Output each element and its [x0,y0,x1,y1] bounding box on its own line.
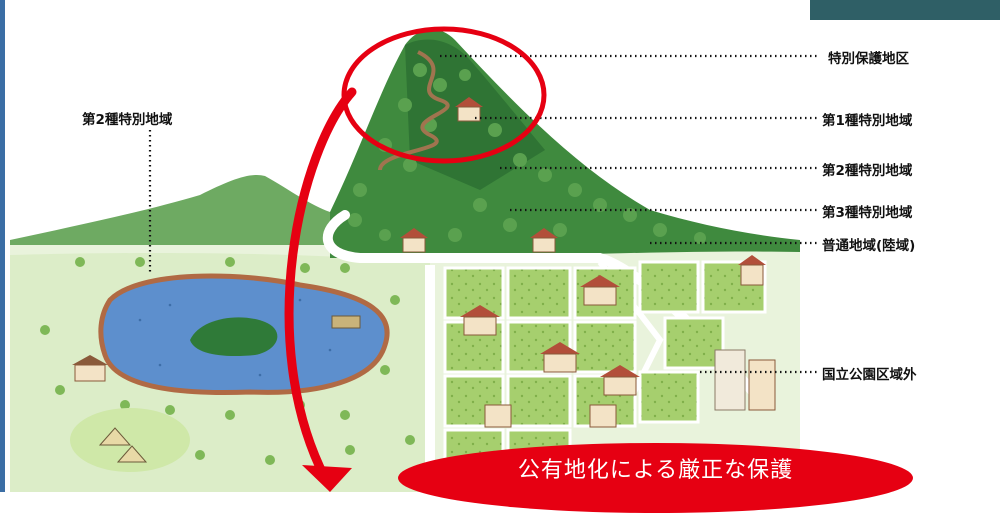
arrow-head-icon [302,465,352,492]
highlight-arrow [284,87,357,483]
zone-label-left: 第2種特別地域 [82,112,173,128]
zone-label-class1: 第1種特別地域 [822,113,913,129]
island [190,317,278,357]
zone-label-special-protection: 特別保護地区 [828,51,909,67]
scattered-trees [40,257,415,465]
zone-label-ordinary: 普通地域(陸域) [822,238,916,254]
corner-tab [810,0,1000,20]
boat [331,315,361,329]
zone-label-class2: 第2種特別地域 [822,163,913,179]
forest-trees [348,63,706,244]
protection-banner-text: 公有地化による厳正な保護 [517,458,794,483]
campground [70,408,190,472]
park-zone-illustration [10,26,818,492]
zone-label-outside: 国立公園区域外 [822,367,917,383]
leader-lines [148,54,818,374]
houses [72,97,776,428]
zone-label-class3: 第3種特別地域 [822,205,913,221]
left-frame-rule [0,0,5,492]
